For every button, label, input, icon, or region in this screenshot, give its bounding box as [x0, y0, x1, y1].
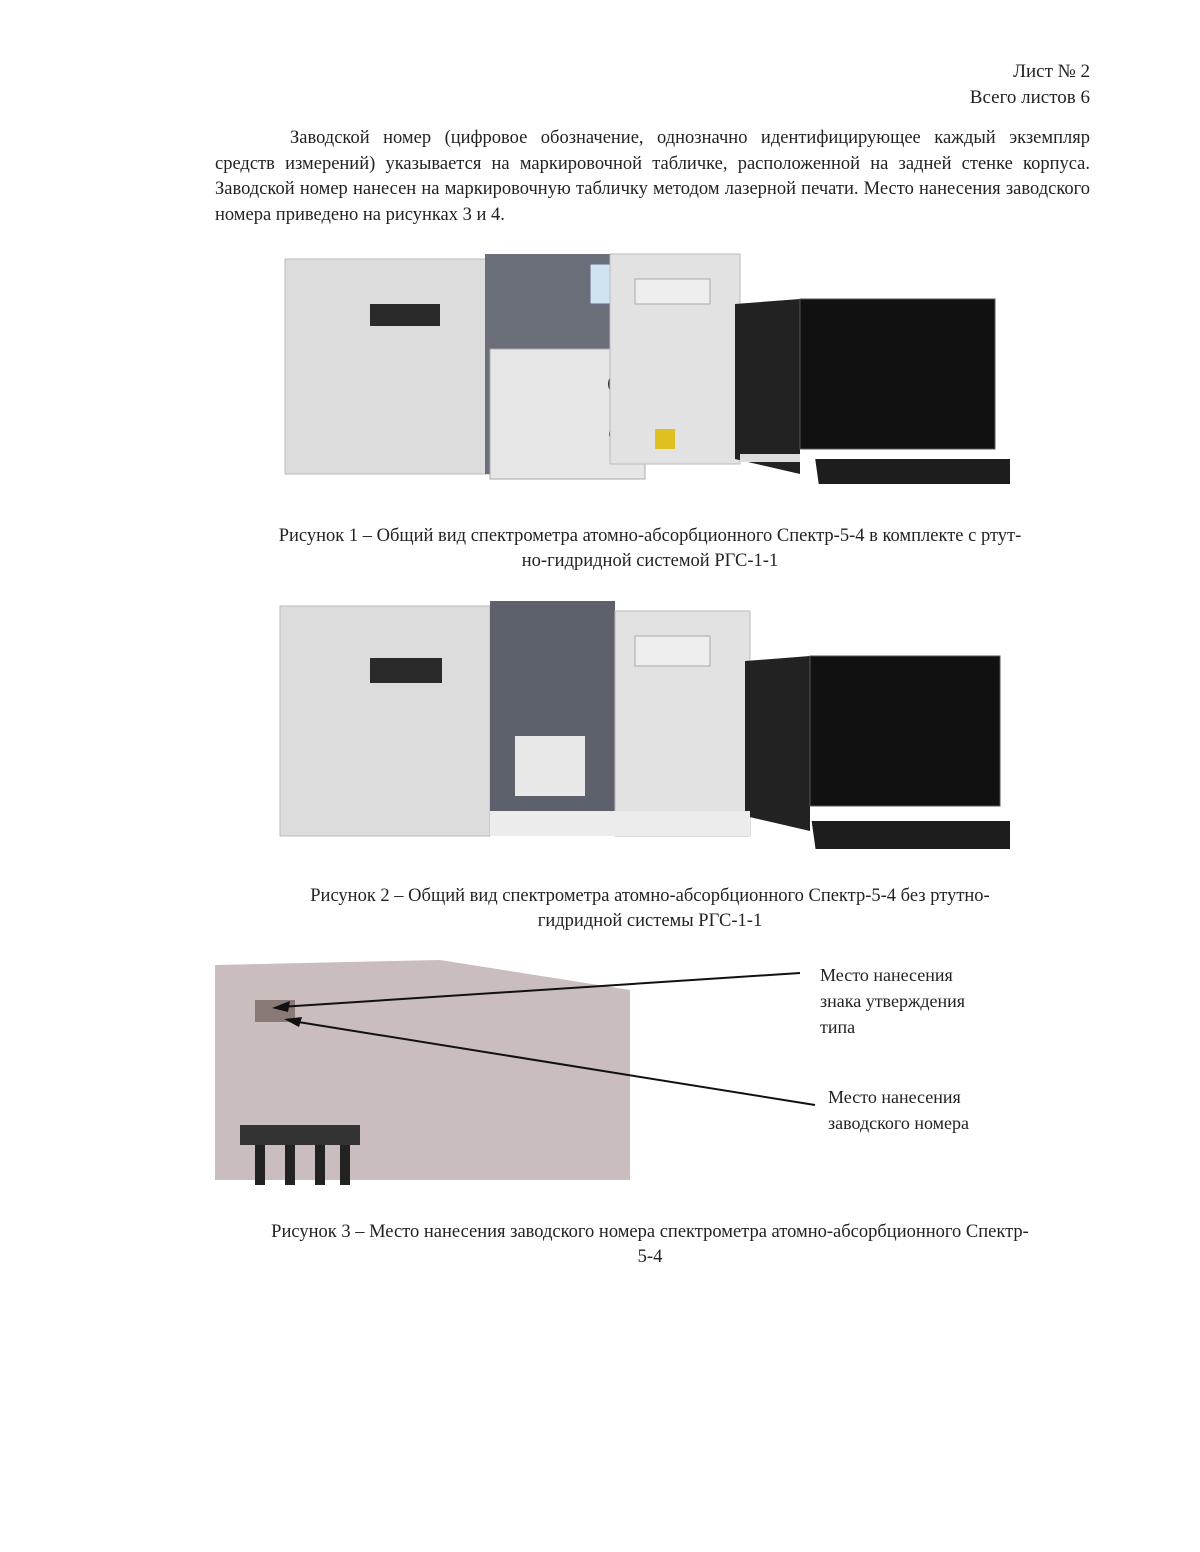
figure-2-caption-line1: Рисунок 2 – Общий вид спектрометра атомн…	[310, 886, 990, 906]
figure-3-photo	[215, 960, 816, 1185]
callout-line: Место нанесения	[828, 1087, 961, 1107]
sheet-number: Лист № 2	[1013, 61, 1090, 82]
figure-1-photo	[284, 253, 1010, 484]
figure-2-caption-line2: гидридной системы РГС-1-1	[537, 911, 763, 931]
callout-type-approval: Место нанесения знака утверждения типа	[820, 962, 965, 1040]
body-paragraph: Заводской номер (цифровое обозначение, о…	[215, 128, 1090, 225]
callout-line: заводского номера	[828, 1113, 970, 1133]
callout-line: знака утверждения	[820, 991, 966, 1011]
total-sheets: Всего листов 6	[969, 87, 1090, 108]
callout-line: Место нанесения	[820, 965, 953, 985]
callout-serial-number: Место нанесения заводского номера	[828, 1084, 969, 1136]
figure-3-caption-line2: 5-4	[637, 1247, 663, 1267]
figure-1-caption-line2: но-гидридной системой РГС-1-1	[521, 551, 779, 571]
callout-line: типа	[820, 1017, 856, 1037]
figure-1-caption-line1: Рисунок 1 – Общий вид спектрометра атомн…	[278, 526, 1022, 546]
figure-3-caption-line1: Рисунок 3 – Место нанесения заводского н…	[271, 1222, 1029, 1242]
figure-2-photo	[279, 601, 1010, 849]
